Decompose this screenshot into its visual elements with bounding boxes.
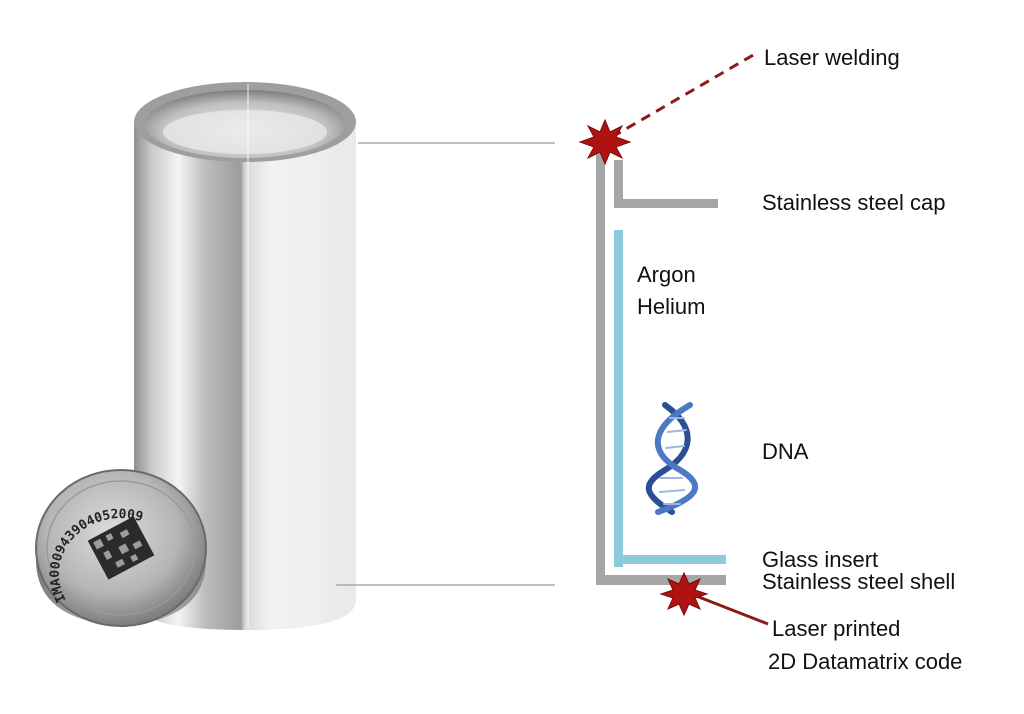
laser-printed-pointer — [685, 590, 769, 626]
laser-welding-pointer — [611, 52, 756, 139]
stainless-steel-shell-label: Stainless steel shell — [762, 569, 956, 594]
starburst-icon — [578, 118, 632, 166]
glass-insert-wall — [614, 230, 623, 567]
argon-label: Argon — [637, 262, 696, 287]
dna-helix-icon — [645, 402, 699, 515]
stainless-steel-cap-wall — [614, 160, 623, 208]
laser-printed-label: Laser printed — [772, 616, 901, 641]
stainless-steel-shell-bottom — [596, 575, 726, 585]
cross-section-schematic — [596, 143, 726, 585]
starburst-icon — [659, 571, 709, 617]
stainless-steel-cap-flange — [614, 199, 718, 208]
stainless-steel-shell-wall — [596, 143, 605, 585]
laser-welding-label: Laser welding — [764, 45, 900, 70]
glass-insert-bottom — [614, 555, 726, 564]
stainless-steel-cap-label: Stainless steel cap — [762, 190, 946, 215]
datamatrix-code-icon — [87, 516, 155, 580]
glass-insert-label: Glass insert — [762, 547, 879, 572]
datamatrix-code-label: 2D Datamatrix code — [768, 649, 963, 674]
dna-label: DNA — [762, 439, 809, 464]
helium-label: Helium — [637, 294, 706, 319]
engraved-cap-photo: IMA000943904052009 — [35, 469, 207, 627]
